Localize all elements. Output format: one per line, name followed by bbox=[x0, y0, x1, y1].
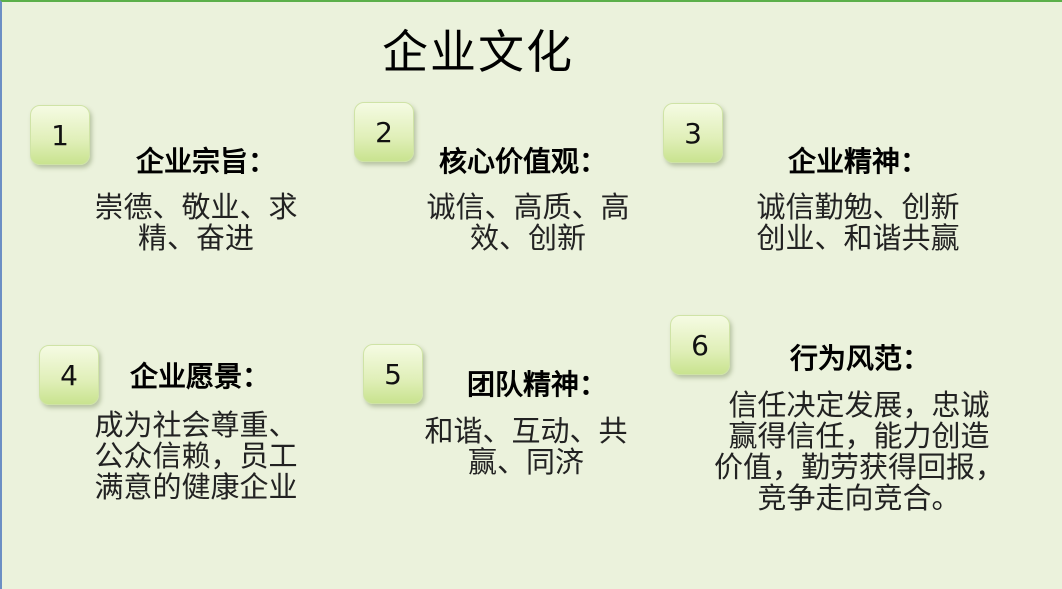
heading-mission: 企业宗旨： bbox=[136, 145, 277, 178]
number-badge-5: 5 bbox=[363, 344, 423, 404]
heading-spirit: 企业精神： bbox=[788, 145, 929, 178]
heading-team-spirit: 团队精神： bbox=[467, 368, 608, 401]
text-conduct: 信任决定发展，忠诚 赢得信任，能力创造 价值，勤劳获得回报， 竞争走向竞合。 bbox=[713, 388, 1004, 515]
text-vision: 成为社会尊重、 公众信赖，员工 满意的健康企业 bbox=[94, 408, 298, 504]
text-spirit: 诚信勤勉、创新 创业、和谐共赢 bbox=[756, 190, 960, 255]
heading-vision: 企业愿景： bbox=[130, 360, 271, 393]
text-core-values: 诚信、高质、高 效、创新 bbox=[426, 190, 630, 255]
number-badge-1: 1 bbox=[30, 105, 90, 165]
text-mission: 崇德、敬业、求 精、奋进 bbox=[94, 190, 298, 255]
page-title: 企业文化 bbox=[382, 25, 574, 79]
heading-conduct: 行为风范： bbox=[790, 342, 931, 375]
heading-core-values: 核心价值观： bbox=[439, 145, 608, 178]
number-badge-2: 2 bbox=[354, 102, 414, 162]
number-badge-4: 4 bbox=[39, 345, 99, 405]
text-team-spirit: 和谐、互动、共 赢、同济 bbox=[424, 414, 628, 479]
number-badge-6: 6 bbox=[670, 315, 730, 375]
number-badge-3: 3 bbox=[663, 103, 723, 163]
